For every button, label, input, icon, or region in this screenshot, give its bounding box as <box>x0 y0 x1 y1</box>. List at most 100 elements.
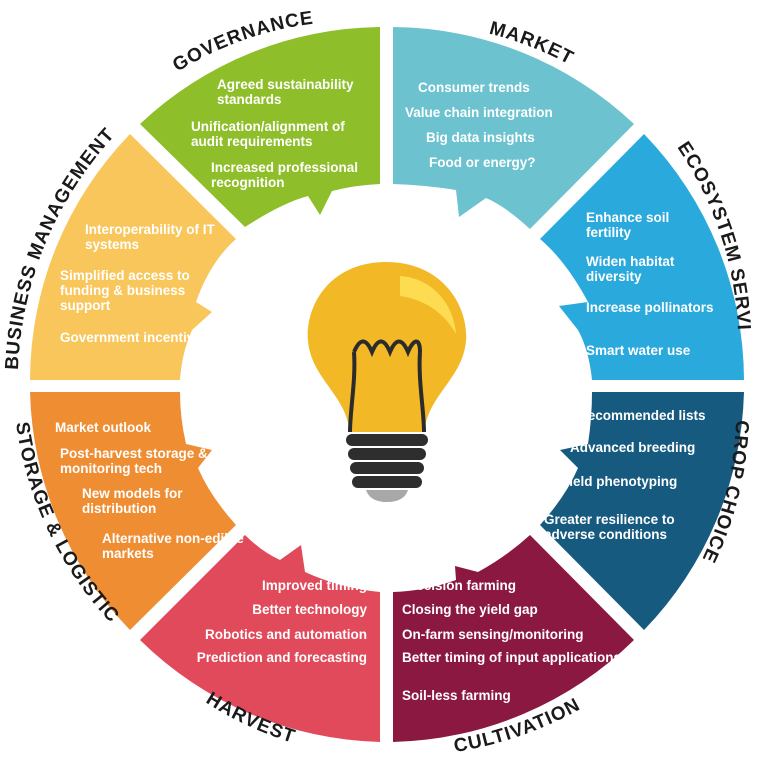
list-item-line: support <box>60 298 111 313</box>
list-item-line: Enhance soil <box>586 210 669 225</box>
list-item-line: Government incentives <box>60 330 209 345</box>
wedge-governance <box>140 27 380 227</box>
list-item-line: Smart water use <box>586 343 691 358</box>
list-item: Increase pollinators <box>586 300 714 315</box>
list-item: Government incentives <box>60 330 209 345</box>
list-item: Big data insights <box>426 130 535 145</box>
list-item-line: Field phenotyping <box>561 474 677 489</box>
list-item-line: Widen habitat <box>586 254 675 269</box>
list-item-line: diversity <box>586 269 642 284</box>
list-item: Value chain integration <box>405 105 553 120</box>
list-item-line: Advanced breeding <box>570 440 695 455</box>
list-item-line: Better technology <box>252 602 367 617</box>
storage-items: Market outlook Post-harvest storage &mon… <box>55 420 244 561</box>
list-item: Market outlook <box>55 420 152 435</box>
bulb-filament <box>348 339 426 433</box>
list-item: Consumer trends <box>418 80 530 95</box>
wedge-storage-logistics <box>30 392 236 630</box>
list-item-line: recognition <box>211 175 285 190</box>
wedge-ecosystem <box>540 134 744 380</box>
list-item-line: Robotics and automation <box>205 627 367 642</box>
bulb-base <box>346 434 428 488</box>
list-item: Prediction and forecasting <box>197 650 367 665</box>
list-item-line: adverse conditions <box>544 527 667 542</box>
list-item: Precision farming <box>402 578 516 593</box>
list-item: Better technology <box>252 602 367 617</box>
list-item: Smart water use <box>586 343 691 358</box>
list-item-line: Simplified access to <box>60 268 190 283</box>
list-item-line: Food or energy? <box>429 155 536 170</box>
list-item: Improved timing <box>262 578 367 593</box>
list-item: Closing the yield gap <box>402 602 538 617</box>
list-item-line: Unification/alignment of <box>191 119 345 134</box>
wedge-crop-choice <box>540 392 744 630</box>
list-item: Post-harvest storage &monitoring tech <box>60 446 208 476</box>
list-item: On-farm sensing/monitoring <box>402 627 584 642</box>
cultivation-items: Precision farming Closing the yield gap … <box>402 578 621 703</box>
list-item-line: Better timing of input applications <box>402 650 621 665</box>
wedge-harvest <box>140 535 380 742</box>
segment-governance <box>140 27 380 227</box>
market-items: Consumer trends Value chain integration … <box>405 80 553 170</box>
bulb-base-ring <box>346 434 428 446</box>
crop-choice-items: Recommended lists Advanced breeding Fiel… <box>544 408 706 542</box>
list-item: Food or energy? <box>429 155 536 170</box>
segment-crop-choice <box>540 392 744 630</box>
list-item-line: audit requirements <box>191 134 313 149</box>
list-item-line: monitoring tech <box>60 461 162 476</box>
list-item-line: distribution <box>82 501 156 516</box>
list-item-line: Increased professional <box>211 160 358 175</box>
list-item-line: Post-harvest storage & <box>60 446 208 461</box>
list-item-line: Market outlook <box>55 420 152 435</box>
segment-cultivation <box>393 535 634 742</box>
wedge-business-management <box>30 134 236 380</box>
list-item-line: Interoperability of IT <box>85 222 216 237</box>
list-item-line: Prediction and forecasting <box>197 650 367 665</box>
list-item-line: fertility <box>586 225 632 240</box>
list-item-line: Increase pollinators <box>586 300 714 315</box>
list-item-line: Alternative non-edible <box>102 531 244 546</box>
list-item: Advanced breeding <box>570 440 695 455</box>
list-item-line: systems <box>85 237 139 252</box>
bulb-base-ring <box>350 462 424 474</box>
list-item: Robotics and automation <box>205 627 367 642</box>
list-item: Field phenotyping <box>561 474 677 489</box>
list-item-line: Improved timing <box>262 578 367 593</box>
lightbulb-icon <box>307 262 467 502</box>
list-item-line: Soil-less farming <box>402 688 511 703</box>
list-item-line: New models for <box>82 486 183 501</box>
list-item-line: On-farm sensing/monitoring <box>402 627 584 642</box>
wedge-market <box>393 27 634 229</box>
list-item-line: Value chain integration <box>405 105 553 120</box>
list-item-line: Recommended lists <box>578 408 706 423</box>
bulb-highlight <box>400 276 456 334</box>
bulb-base-ring <box>352 476 422 488</box>
list-item-line: standards <box>217 92 282 107</box>
list-item-line: Precision farming <box>402 578 516 593</box>
list-item-line: Agreed sustainability <box>217 77 354 92</box>
segment-business-management <box>30 134 236 380</box>
list-item-line: markets <box>102 546 154 561</box>
list-item: Better timing of input applications <box>402 650 621 665</box>
list-item-line: Consumer trends <box>418 80 530 95</box>
bulb-tip <box>366 490 408 502</box>
list-item: Soil-less farming <box>402 688 511 703</box>
list-item-line: Closing the yield gap <box>402 602 538 617</box>
list-item-line: Big data insights <box>426 130 535 145</box>
segment-harvest <box>140 535 380 742</box>
list-item-line: funding & business <box>60 283 185 298</box>
segment-storage-logistics <box>30 392 236 630</box>
